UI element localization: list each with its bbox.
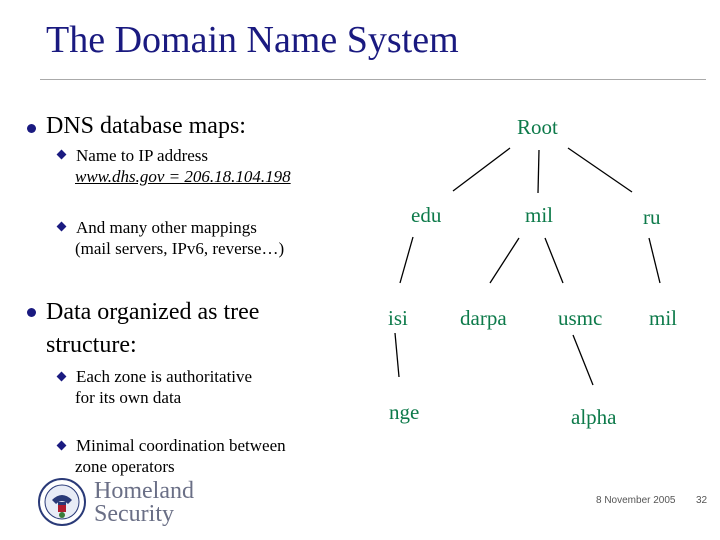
homeland-security-wordmark: Homeland Security xyxy=(94,478,194,527)
bullet-dot xyxy=(27,124,36,133)
edge-root-ru xyxy=(567,147,633,193)
tree-node-root: Root xyxy=(517,115,558,139)
sub-example-mapping: www.dhs.gov = 206.18.104.198 xyxy=(75,167,291,186)
sub-other-mappings-detail: (mail servers, IPv6, reverse…) xyxy=(75,239,285,258)
logo-line-security: Security xyxy=(94,501,174,527)
footer-date: 8 November 2005 xyxy=(596,495,676,506)
tree-node-isi: isi xyxy=(388,306,408,330)
sub-name-to-ip: Name to IP address xyxy=(76,146,209,165)
tree-node-alpha: alpha xyxy=(571,405,617,429)
sub-other-mappings: And many other mappings xyxy=(76,218,257,237)
tree-node-nge: nge xyxy=(389,400,419,424)
sub-minimal-coordination: Minimal coordination between xyxy=(76,436,286,455)
tree-node-mil: mil xyxy=(525,203,553,227)
tree-node-usmc: usmc xyxy=(558,306,602,330)
edge-mil-darpa xyxy=(489,237,520,284)
edge-usmc-alpha xyxy=(572,334,594,386)
edge-edu-isi xyxy=(399,236,414,284)
tree-node-ru: ru xyxy=(643,205,661,229)
tree-node-edu: edu xyxy=(411,203,442,227)
edge-mil-usmc xyxy=(544,237,564,284)
slide-title: The Domain Name System xyxy=(46,19,459,61)
tree-node-darpa: darpa xyxy=(460,306,507,330)
sub-zone-authoritative-detail: for its own data xyxy=(75,388,182,407)
edge-root-mil xyxy=(537,149,540,194)
bullet-tree-line1: Data organized as tree xyxy=(46,299,260,325)
bullet-dot xyxy=(27,308,36,317)
bullet-tree-line2: structure: xyxy=(46,332,137,358)
bullet-dns-maps: DNS database maps: xyxy=(46,113,246,139)
tree-node-mil-ru: mil xyxy=(649,306,677,330)
sub-minimal-coordination-detail: zone operators xyxy=(75,457,175,476)
sub-zone-authoritative: Each zone is authoritative xyxy=(76,367,253,386)
dhs-seal-icon xyxy=(38,478,86,526)
edge-isi-nge xyxy=(394,332,400,378)
edge-ru-mil xyxy=(648,237,661,284)
edge-root-edu xyxy=(452,147,511,192)
title-divider xyxy=(40,79,706,80)
page-number: 32 xyxy=(696,495,708,506)
logo-line-homeland: Homeland xyxy=(94,478,194,504)
